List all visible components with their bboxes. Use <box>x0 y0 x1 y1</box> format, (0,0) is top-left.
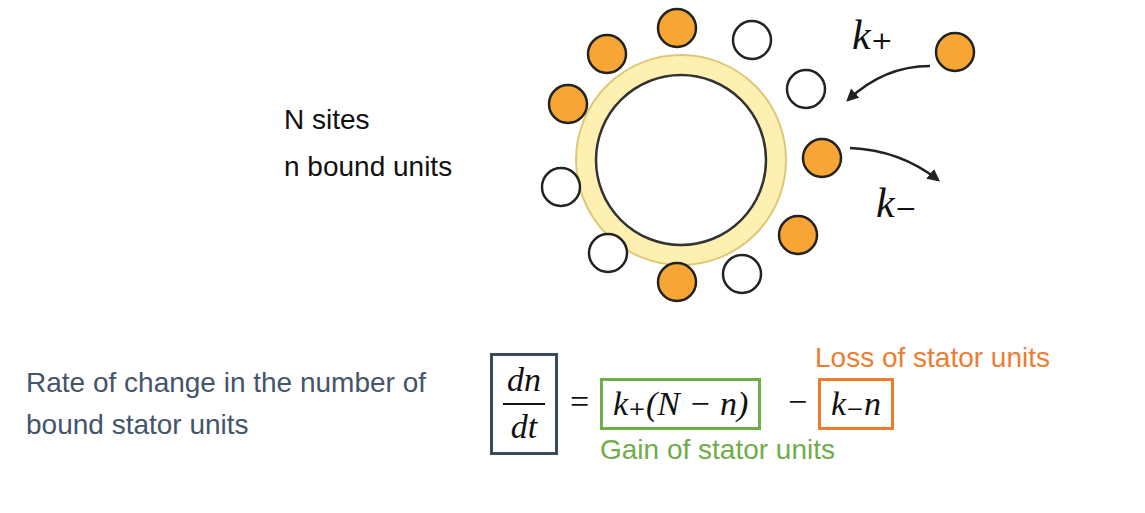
binding-sites <box>542 9 974 301</box>
bound-unit <box>658 263 696 301</box>
bound-unit <box>588 35 626 73</box>
rate-constant: k₊ <box>852 10 893 60</box>
bound-count-label: n bound units <box>284 150 452 184</box>
empty-site <box>723 255 761 293</box>
bound-unit <box>779 216 817 254</box>
annotation-heading: Loss of stator units <box>815 337 1050 379</box>
equation-term: k₋n <box>831 384 881 425</box>
equation-term: k₊(N − n) <box>613 384 748 425</box>
empty-site <box>542 168 580 206</box>
binding-arrow <box>848 66 930 100</box>
bound-unit <box>803 139 841 177</box>
site-count-label: N sites <box>284 103 370 137</box>
equals-sign: = <box>570 382 589 423</box>
fraction-denominator: dt <box>503 405 545 448</box>
empty-site <box>733 21 771 59</box>
minus-sign: − <box>788 382 807 423</box>
rate-constant: k₋ <box>876 178 917 228</box>
empty-site <box>787 70 825 108</box>
rate-box: Rate of change in the number of bound st… <box>490 353 558 455</box>
bound-unit <box>658 9 696 47</box>
annotation-heading: Gain of stator units <box>600 429 835 471</box>
fraction-numerator: dn <box>503 360 545 405</box>
gain-term-box: k₊(N − n)Gain of stator units <box>600 378 761 431</box>
annotation-heading: Rate of change in the number of bound st… <box>26 362 481 446</box>
free-unit <box>936 33 974 71</box>
bound-unit <box>549 85 587 123</box>
ring-hole <box>596 75 766 245</box>
empty-site <box>589 234 627 272</box>
unbinding-arrow <box>850 148 938 180</box>
loss-term-box: k₋nLoss of stator units <box>818 378 894 431</box>
